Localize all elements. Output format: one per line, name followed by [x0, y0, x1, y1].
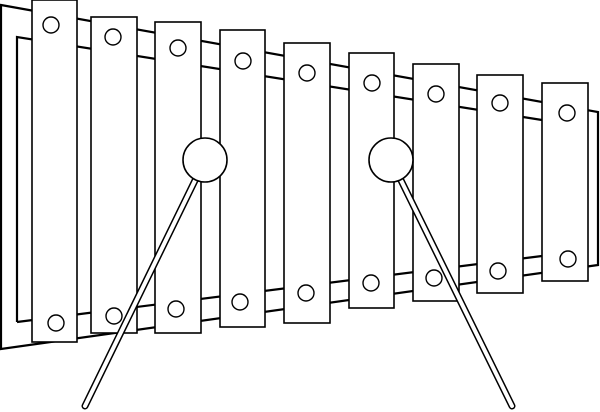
- top-peg: [298, 64, 316, 82]
- bar-9: [541, 82, 589, 282]
- bottom-peg: [105, 307, 123, 325]
- bottom-peg: [559, 250, 577, 268]
- top-peg: [558, 104, 576, 122]
- bottom-peg: [47, 314, 65, 332]
- bar-plate: [90, 16, 138, 334]
- left-mallet: [81, 137, 228, 410]
- bar-5: [283, 42, 331, 324]
- mallet-head: [182, 137, 228, 183]
- mallets: [81, 137, 516, 410]
- bar-6: [348, 52, 395, 309]
- bar-plate: [412, 63, 460, 302]
- top-peg: [491, 94, 509, 112]
- frame-outer: [0, 3, 600, 351]
- mallet-head: [368, 137, 414, 183]
- bar-plate: [219, 29, 266, 328]
- bottom-peg: [489, 262, 507, 280]
- bar-8: [476, 74, 524, 294]
- bar-plate: [283, 42, 331, 324]
- mallet-stick: [83, 158, 207, 408]
- mallet-stick: [389, 158, 514, 408]
- bar-7: [412, 63, 460, 302]
- bottom-peg: [231, 293, 249, 311]
- right-mallet: [368, 137, 516, 410]
- top-peg: [427, 85, 445, 103]
- bar-4: [219, 29, 266, 328]
- bottom-peg: [167, 300, 185, 318]
- top-peg: [42, 16, 60, 34]
- bottom-peg: [425, 269, 443, 287]
- top-peg: [104, 28, 122, 46]
- top-peg: [234, 52, 252, 70]
- bottom-peg: [297, 284, 315, 302]
- top-peg: [169, 39, 187, 57]
- bars: [31, 0, 589, 343]
- top-peg: [363, 74, 381, 92]
- bar-plate: [31, 0, 78, 343]
- bar-1: [31, 0, 78, 343]
- bar-2: [90, 16, 138, 334]
- bottom-peg: [362, 274, 380, 292]
